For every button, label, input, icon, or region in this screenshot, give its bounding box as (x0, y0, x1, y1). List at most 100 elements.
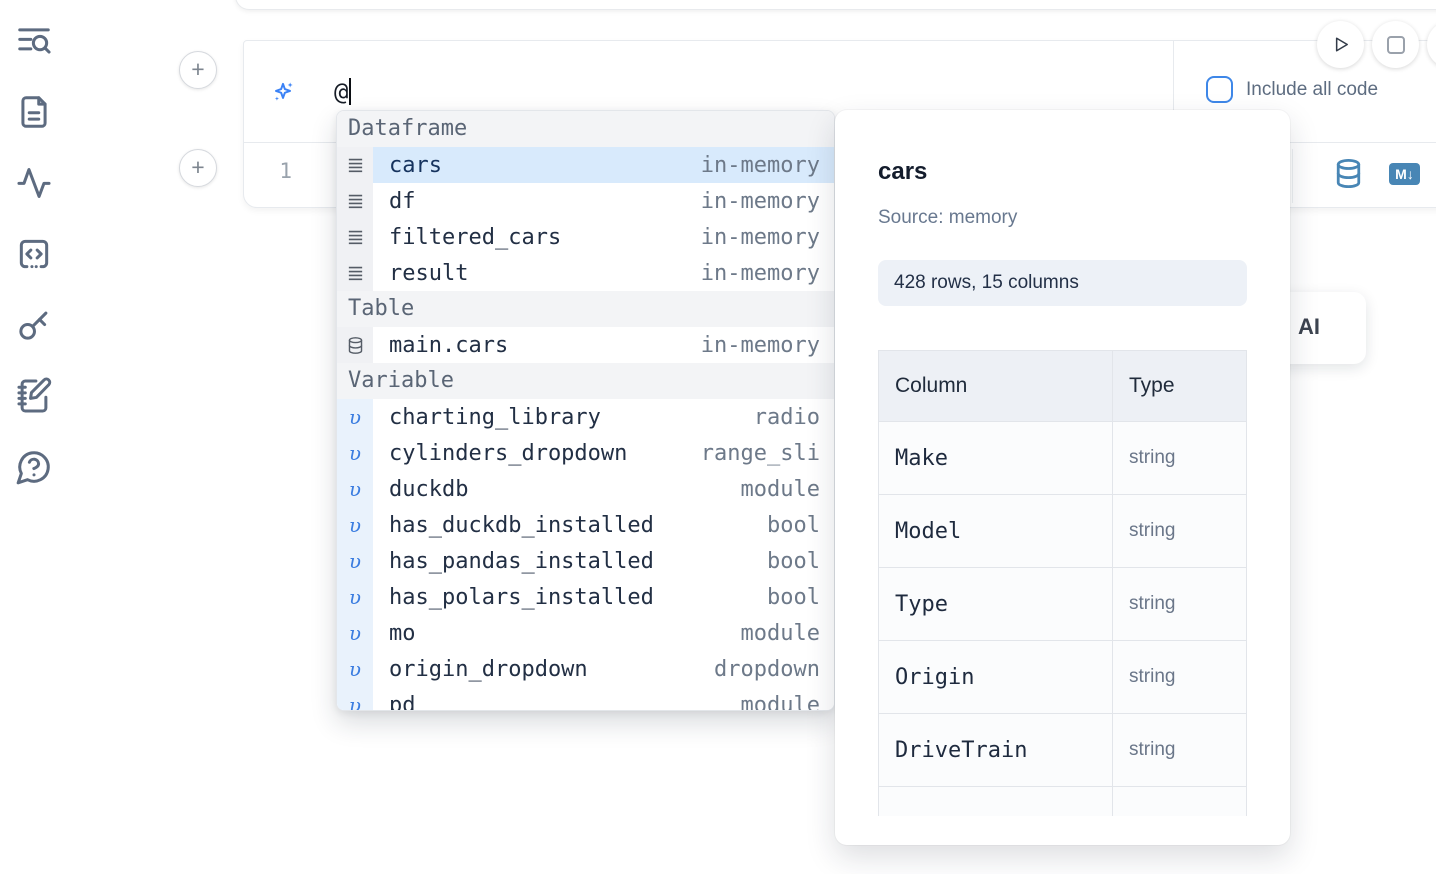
variable-icon: υ (337, 651, 373, 687)
file-document-icon (21, 96, 47, 128)
preview-title: cars (878, 158, 928, 185)
schema-column-type: string (1129, 739, 1176, 760)
completion-section-header: Variable (337, 363, 834, 399)
sidebar-item-help[interactable] (14, 448, 54, 486)
ai-prompt-value: @ (334, 77, 349, 106)
output-format-buttons: M↓ (1334, 157, 1420, 190)
include-all-code-toggle[interactable]: Include all code (1206, 76, 1378, 103)
completion-item-name: duckdb (389, 476, 469, 502)
schema-row: DriveTrain string (878, 713, 1247, 787)
completion-item-meta: in-memory (700, 224, 820, 250)
run-cell-button[interactable] (1317, 21, 1364, 68)
variable-icon: υ (337, 687, 373, 710)
completion-item[interactable]: cars in-memory (337, 147, 834, 183)
schema-column-type: string (1129, 593, 1176, 614)
completion-item-meta: module (740, 620, 820, 646)
sidebar-item-files[interactable] (14, 93, 54, 131)
completion-item[interactable]: υ has_pandas_installed bool (337, 543, 834, 579)
completion-item[interactable]: υ cylinders_dropdown range_sli (337, 435, 834, 471)
stop-icon (1386, 35, 1405, 54)
key-icon (19, 311, 48, 340)
schema-column-name: Origin (895, 664, 975, 690)
sidebar-item-toc-search[interactable] (14, 22, 54, 60)
variable-icon: υ (337, 435, 373, 471)
completion-item-meta: in-memory (700, 188, 820, 214)
completion-item[interactable]: υ has_polars_installed bool (337, 579, 834, 615)
add-cell-above-button[interactable]: + (179, 51, 217, 89)
play-icon (1335, 37, 1348, 52)
completion-item[interactable]: filtered_cars in-memory (337, 219, 834, 255)
completion-item-name: main.cars (389, 332, 509, 358)
database-icon (1336, 158, 1361, 189)
completion-item-name: has_pandas_installed (389, 548, 654, 574)
schema-row: Model string (878, 494, 1247, 568)
database-output-button[interactable] (1334, 157, 1363, 190)
variable-icon: υ (337, 579, 373, 615)
completion-item[interactable]: υ charting_library radio (337, 399, 834, 435)
prompt-divider (1173, 41, 1174, 142)
include-all-code-checkbox[interactable] (1206, 76, 1233, 103)
extra-run-control-button[interactable] (1427, 21, 1436, 68)
schema-column-name: Model (895, 518, 962, 544)
markdown-output-button[interactable]: M↓ (1389, 162, 1420, 185)
add-cell-below-button[interactable]: + (179, 149, 217, 187)
stop-cell-button[interactable] (1372, 21, 1419, 68)
completion-item-name: pd (389, 692, 416, 711)
notebook-pen-icon (17, 377, 52, 413)
ai-prompt-input[interactable]: @ (334, 77, 352, 106)
completion-item-name: df (389, 188, 416, 214)
completion-item-name: cars (389, 152, 442, 178)
variable-icon: υ (337, 471, 373, 507)
completion-item-meta: radio (753, 404, 820, 430)
completion-item-name: mo (389, 620, 416, 646)
completion-item-meta: module (740, 692, 820, 711)
completion-item-name: cylinders_dropdown (389, 440, 628, 466)
completion-item-name: charting_library (389, 404, 601, 430)
completion-section-header: Table (337, 291, 834, 327)
line-number: 1 (279, 159, 292, 183)
sidebar-item-scratchpad[interactable] (14, 377, 54, 415)
text-cursor (349, 78, 352, 105)
completion-item-meta: range_sli (700, 440, 820, 466)
schema-column-type: string (1129, 520, 1176, 541)
completion-item[interactable]: result in-memory (337, 255, 834, 291)
toc-search-icon (18, 28, 51, 54)
completion-item-meta: module (740, 476, 820, 502)
completion-list: Dataframe cars in-memory df in-memory fi… (337, 111, 834, 711)
schema-column-name: DriveTrain (895, 737, 1028, 763)
schema-header-column: Column (878, 350, 1113, 422)
completion-item-name: has_polars_installed (389, 584, 654, 610)
completion-item[interactable]: υ origin_dropdown dropdown (337, 651, 834, 687)
dataframe-preview-panel: cars Source: memory 428 rows, 15 columns… (835, 110, 1290, 845)
ai-button-label: AI (1298, 314, 1320, 339)
sparkles-icon (270, 79, 296, 105)
variable-icon: υ (337, 615, 373, 651)
completion-item[interactable]: υ duckdb module (337, 471, 834, 507)
code-editor-row[interactable]: 1 M↓ (244, 143, 1436, 207)
sidebar (14, 22, 54, 486)
completion-item[interactable]: main.cars in-memory (337, 327, 834, 363)
sidebar-item-tracing[interactable] (14, 164, 54, 202)
completion-item[interactable]: υ has_duckdb_installed bool (337, 507, 834, 543)
schema-header-row: Column Type (878, 350, 1247, 422)
completion-item-name: has_duckdb_installed (389, 512, 654, 538)
completion-item-meta: bool (767, 584, 820, 610)
completion-item[interactable]: υ mo module (337, 615, 834, 651)
completion-item-meta: in-memory (700, 152, 820, 178)
sidebar-item-secrets[interactable] (14, 306, 54, 344)
activity-icon (17, 168, 51, 198)
schema-column-name: Type (895, 591, 948, 617)
variable-icon: υ (337, 507, 373, 543)
completion-item[interactable]: df in-memory (337, 183, 834, 219)
rows-icon (337, 255, 373, 291)
include-all-code-label: Include all code (1246, 78, 1379, 100)
completion-item[interactable]: υ pd module (337, 687, 834, 711)
rows-icon (337, 219, 373, 255)
sidebar-item-snippets[interactable] (14, 235, 54, 273)
schema-column-type: string (1129, 666, 1176, 687)
